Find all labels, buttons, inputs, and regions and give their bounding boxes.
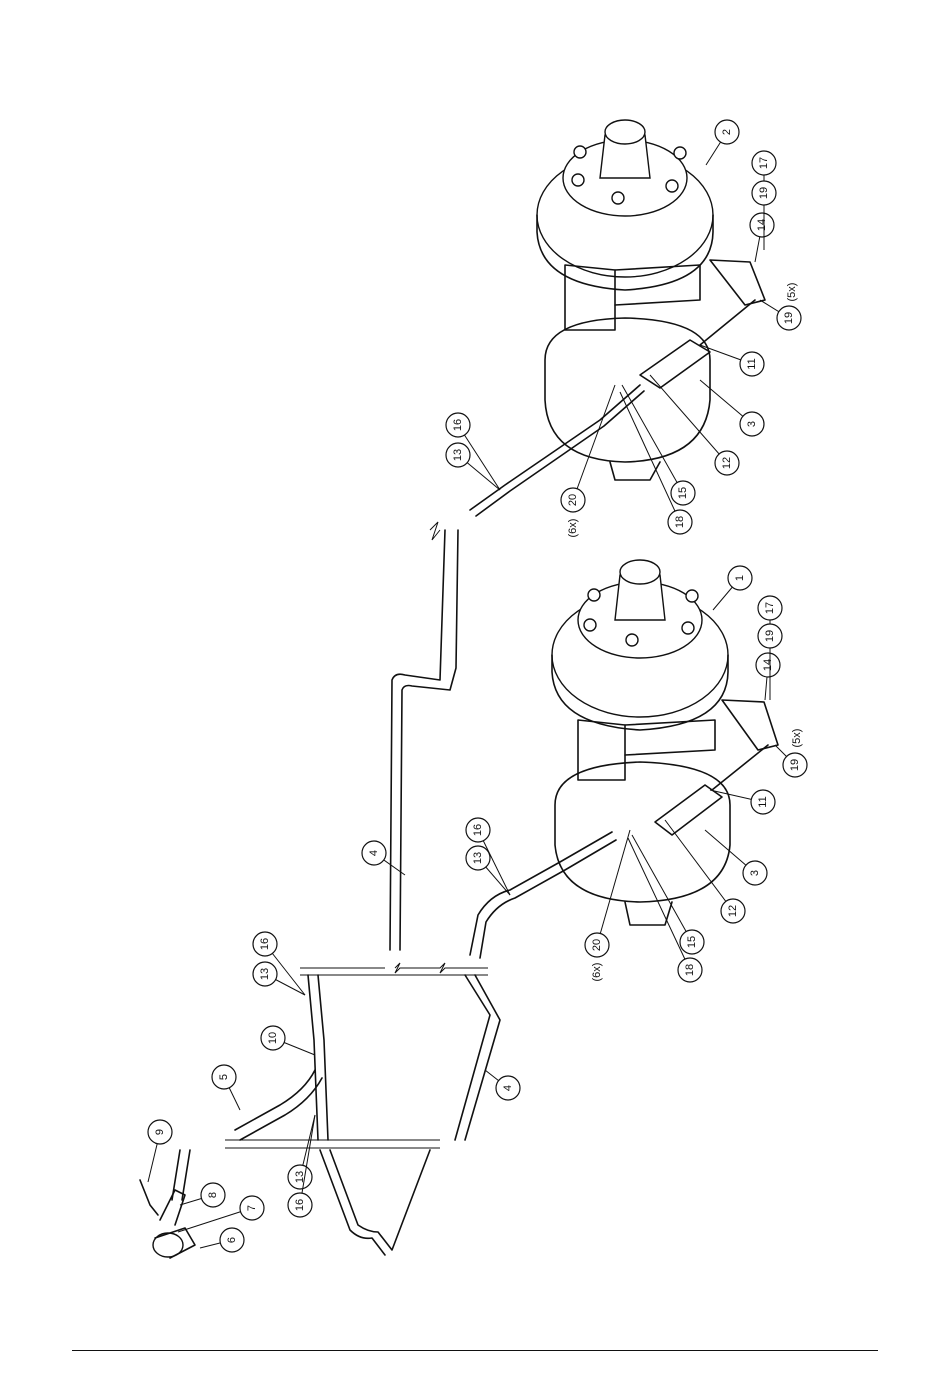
callout-c14a: 14 xyxy=(750,213,774,262)
callout-c20a: 20 xyxy=(561,385,615,512)
callout-leader xyxy=(628,838,690,970)
callout-number: 12 xyxy=(721,457,733,469)
callout-c19b: 19 xyxy=(760,300,801,330)
callout-number: 19 xyxy=(789,759,801,771)
callout-number: 7 xyxy=(246,1205,258,1211)
callout-c12b: 12 xyxy=(665,820,745,923)
quantity-note: (5x) xyxy=(791,729,803,748)
callout-c4b: 4 xyxy=(485,1070,520,1100)
callout-number: 17 xyxy=(764,602,776,614)
callout-number: 11 xyxy=(746,358,758,369)
callout-number: 9 xyxy=(154,1129,166,1135)
callout-number: 13 xyxy=(259,968,271,980)
callout-c10: 10 xyxy=(261,1026,315,1055)
callout-number: 19 xyxy=(758,187,770,199)
callout-c5: 5 xyxy=(212,1065,240,1110)
callout-leader xyxy=(300,1115,315,1205)
callout-c18b: 18 xyxy=(628,838,702,982)
callout-c6: 6 xyxy=(200,1228,244,1252)
callout-number: 3 xyxy=(746,421,758,427)
callout-number: 13 xyxy=(472,852,484,864)
callout-number: 16 xyxy=(472,824,484,836)
callout-c1: 1 xyxy=(713,566,752,610)
callout-number: 2 xyxy=(721,129,733,135)
callout-c9: 9 xyxy=(148,1120,172,1182)
callout-number: 19 xyxy=(764,630,776,642)
footer-rule xyxy=(72,1350,878,1351)
callout-number: 4 xyxy=(368,850,380,856)
callout-c18a: 18 xyxy=(620,392,692,534)
callout-c2: 2 xyxy=(706,120,739,165)
coupling-head xyxy=(140,1180,195,1258)
callout-c4a: 4 xyxy=(362,841,405,875)
callout-c14b: 14 xyxy=(756,653,780,700)
callout-leader xyxy=(620,392,680,522)
callout-number: 11 xyxy=(757,796,769,807)
callout-number: 20 xyxy=(591,939,603,951)
callout-c11b: 11 xyxy=(710,790,775,814)
callout-c13b: 13 xyxy=(466,846,510,895)
upper-left-drum xyxy=(545,318,710,480)
callout-number: 10 xyxy=(267,1032,279,1044)
callout-number: 18 xyxy=(684,964,696,976)
callout-number: 17 xyxy=(758,157,770,169)
callout-c8: 8 xyxy=(180,1183,225,1207)
section-break-lines xyxy=(225,522,488,1148)
callout-number: 15 xyxy=(677,487,689,499)
callout-number: 12 xyxy=(727,905,739,917)
callout-c13a: 13 xyxy=(446,443,500,490)
callout-number: 5 xyxy=(218,1074,230,1080)
air-line-piping xyxy=(172,530,616,1255)
callout-number: 19 xyxy=(783,312,795,324)
callout-leader xyxy=(665,820,733,911)
callout-number: 16 xyxy=(452,419,464,431)
quantity-note: (6x) xyxy=(591,963,603,982)
callout-number: 16 xyxy=(259,938,271,950)
callout-c13d: 13 xyxy=(288,1115,315,1189)
lower-hub-drum xyxy=(552,560,728,730)
callout-leader xyxy=(650,375,727,463)
callout-number: 1 xyxy=(734,575,746,581)
callout-number: 3 xyxy=(749,870,761,876)
quantity-note: (6x) xyxy=(567,519,579,538)
callout-leader xyxy=(597,830,630,945)
callout-c15b: 15 xyxy=(632,835,704,954)
callout-number: 15 xyxy=(686,936,698,948)
callout-number: 6 xyxy=(226,1237,238,1243)
callout-c19d: 19 xyxy=(775,745,807,777)
callout-number: 16 xyxy=(294,1199,306,1211)
callout-number: 14 xyxy=(762,659,774,671)
callout-number: 14 xyxy=(756,219,768,231)
callout-number: 18 xyxy=(674,516,686,528)
callout-number: 8 xyxy=(207,1192,219,1198)
callout-number: 20 xyxy=(567,494,579,506)
callout-c3b: 3 xyxy=(705,830,767,885)
quantity-note: (5x) xyxy=(786,283,798,302)
callout-c13c: 13 xyxy=(253,962,305,995)
upper-hub-drum xyxy=(537,120,713,290)
callout-number: 13 xyxy=(452,449,464,461)
callout-leader xyxy=(632,835,692,942)
callout-number: 4 xyxy=(502,1085,514,1091)
callout-c15a: 15 xyxy=(622,385,695,505)
callout-c12a: 12 xyxy=(650,375,739,475)
